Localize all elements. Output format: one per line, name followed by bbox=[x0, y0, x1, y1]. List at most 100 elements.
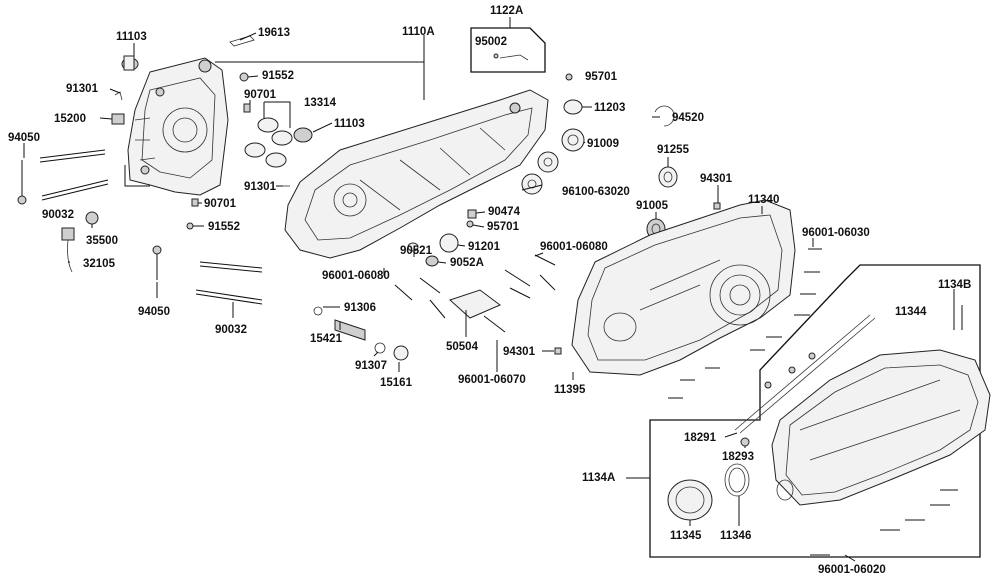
label-91301-b: 91301 bbox=[244, 181, 277, 193]
label-19613: 19613 bbox=[258, 27, 290, 39]
label-96100-63020: 96100-63020 bbox=[562, 186, 630, 198]
cvt-cover-11340 bbox=[571, 199, 796, 376]
label-11103-top: 11103 bbox=[116, 31, 147, 43]
screw-91552-b bbox=[186, 222, 194, 230]
label-35500: 35500 bbox=[86, 235, 118, 247]
plug-90474 bbox=[467, 209, 477, 219]
label-15421: 15421 bbox=[310, 333, 343, 345]
label-90032-a: 90032 bbox=[42, 209, 74, 221]
label-1110A: 1110A bbox=[402, 26, 435, 38]
label-91201: 91201 bbox=[468, 241, 501, 253]
nuts-18293 bbox=[740, 352, 816, 447]
bolt-94050-b bbox=[152, 245, 162, 280]
pin-90701 bbox=[243, 103, 251, 113]
breather-hose-1122A bbox=[470, 27, 546, 73]
studs-90032-upper bbox=[39, 149, 109, 201]
label-1134A: 1134A bbox=[582, 472, 615, 484]
clamp-11346 bbox=[724, 463, 750, 497]
label-11344: 11344 bbox=[895, 306, 927, 318]
label-95701-b: 95701 bbox=[487, 221, 520, 233]
seal-91201 bbox=[439, 233, 459, 253]
bearing-96100-63020 bbox=[521, 151, 559, 195]
label-11340: 11340 bbox=[748, 194, 779, 206]
oring-91306 bbox=[313, 306, 323, 316]
label-91306: 91306 bbox=[344, 302, 376, 314]
cap-15161 bbox=[393, 345, 409, 361]
outer-cover-group-box bbox=[649, 264, 981, 558]
label-90032-b: 90032 bbox=[215, 324, 247, 336]
label-94301-b: 94301 bbox=[503, 346, 536, 358]
circlip-94520 bbox=[654, 105, 675, 127]
bolt-94050-a bbox=[17, 160, 27, 205]
pin-19613 bbox=[229, 35, 255, 47]
screw-95701-b bbox=[466, 220, 474, 228]
label-11395: 11395 bbox=[554, 384, 586, 396]
label-91552-b: 91552 bbox=[208, 221, 240, 233]
label-11345: 11345 bbox=[670, 530, 702, 542]
bolt-set-96001-06020 bbox=[810, 489, 958, 556]
pipe-15421 bbox=[334, 319, 366, 341]
oring-91307 bbox=[374, 342, 386, 354]
leader-lines bbox=[23, 17, 963, 562]
bearing-91009 bbox=[561, 128, 585, 152]
label-9052A: 9052A bbox=[450, 257, 484, 269]
label-32105: 32105 bbox=[83, 258, 116, 270]
bolt-set-96001-06030 bbox=[668, 248, 822, 399]
label-18291: 18291 bbox=[684, 432, 717, 444]
label-96001-06020: 96001-06020 bbox=[818, 564, 886, 576]
bushing-11203 bbox=[563, 99, 583, 115]
sensor-35500 bbox=[85, 211, 99, 225]
label-91005: 91005 bbox=[636, 200, 669, 212]
label-1134B: 1134B bbox=[938, 279, 971, 291]
bolt-set-96001-middle bbox=[394, 254, 556, 333]
strip-18291 bbox=[734, 314, 876, 434]
label-91255: 91255 bbox=[657, 144, 690, 156]
label-94520: 94520 bbox=[672, 112, 704, 124]
clip-91301 bbox=[114, 91, 123, 101]
bushing-9052A bbox=[425, 255, 439, 267]
right-crankcase-half bbox=[284, 89, 549, 259]
label-11203: 11203 bbox=[594, 102, 625, 114]
label-11346: 11346 bbox=[720, 530, 751, 542]
screw-91552 bbox=[239, 72, 249, 82]
gasket-50504 bbox=[449, 289, 501, 319]
studs-90032-lower bbox=[195, 261, 263, 305]
label-91307: 91307 bbox=[355, 360, 387, 372]
dowel-15200 bbox=[111, 113, 125, 125]
screw-95701-a bbox=[565, 73, 573, 81]
label-96001-06080-b: 96001-06080 bbox=[322, 270, 390, 282]
label-94050-b: 94050 bbox=[138, 306, 170, 318]
label-15200: 15200 bbox=[54, 113, 86, 125]
label-15161: 15161 bbox=[380, 377, 413, 389]
left-crankcase-half bbox=[127, 57, 229, 196]
part-number-labels: 11103 19613 1110A 1122A 95002 91301 9155… bbox=[8, 5, 971, 576]
label-96001-06070: 96001-06070 bbox=[458, 374, 526, 386]
outer-cover-11344 bbox=[771, 349, 991, 506]
label-91552-a: 91552 bbox=[262, 70, 294, 82]
pin-94301-b bbox=[554, 347, 562, 355]
label-90474: 90474 bbox=[488, 206, 521, 218]
washer-90521 bbox=[407, 242, 419, 252]
bushing-11103-top bbox=[121, 55, 139, 71]
label-90521: 90521 bbox=[400, 245, 433, 257]
label-11103-b: 11103 bbox=[334, 118, 365, 130]
label-94301-a: 94301 bbox=[700, 173, 733, 185]
label-18293: 18293 bbox=[722, 451, 754, 463]
label-96001-06030: 96001-06030 bbox=[802, 227, 870, 239]
label-95701-a: 95701 bbox=[585, 71, 618, 83]
label-94050-a: 94050 bbox=[8, 132, 40, 144]
duct-11345 bbox=[667, 479, 713, 521]
pin-90701-b bbox=[191, 198, 199, 207]
bearing-group-13314 bbox=[244, 117, 313, 168]
label-50504: 50504 bbox=[446, 341, 479, 353]
label-13314: 13314 bbox=[304, 97, 337, 109]
label-90701-b: 90701 bbox=[204, 198, 237, 210]
label-1122A: 1122A bbox=[490, 5, 523, 17]
seal-91255 bbox=[658, 166, 678, 188]
label-91009: 91009 bbox=[587, 138, 619, 150]
label-91301-a: 91301 bbox=[66, 83, 99, 95]
sensor-32105 bbox=[61, 227, 75, 273]
pin-94301-a bbox=[713, 202, 721, 210]
